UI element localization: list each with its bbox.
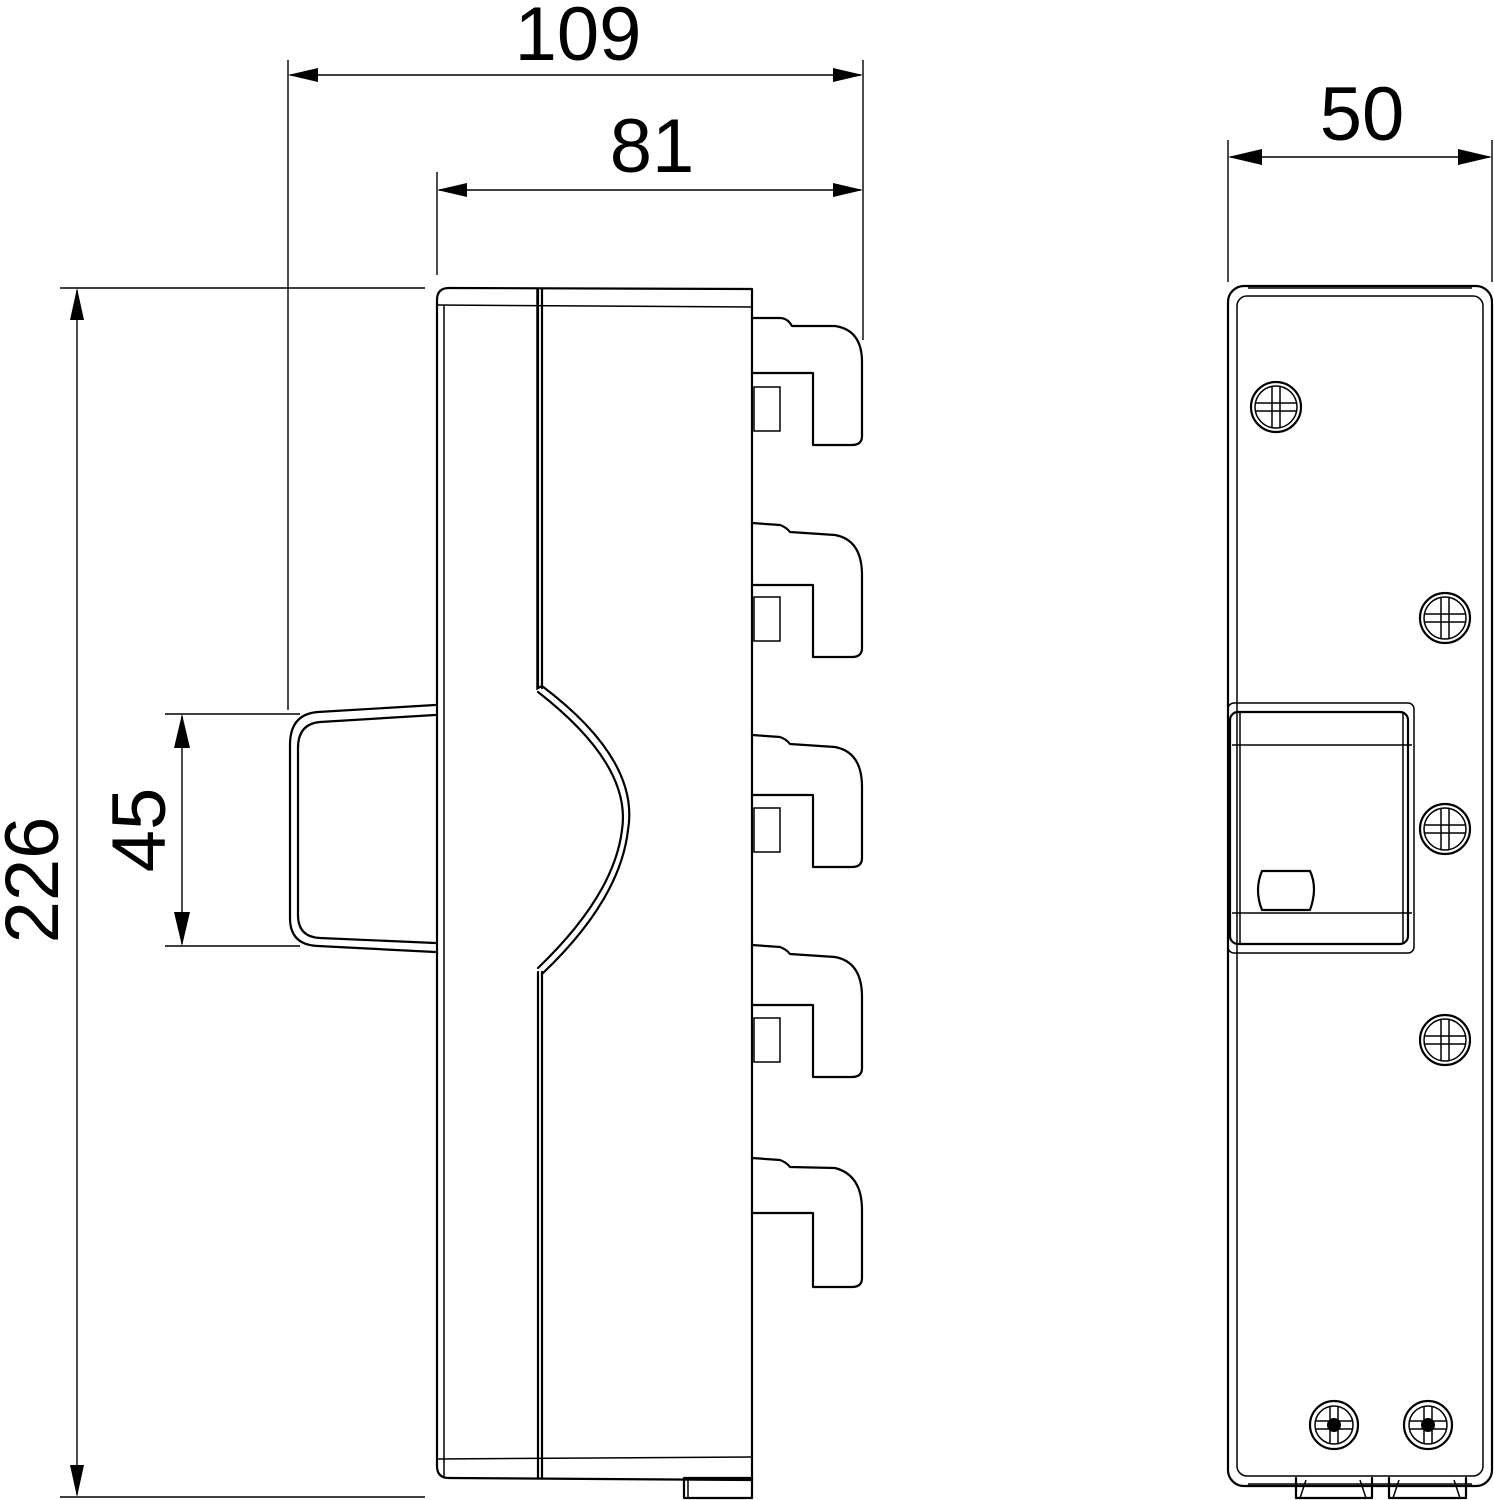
terminal-screw-icon-1 bbox=[1308, 1399, 1360, 1451]
front-bottom-feet bbox=[1294, 1476, 1468, 1500]
din-clip-2 bbox=[750, 521, 864, 659]
dimension-45: 45 bbox=[97, 713, 300, 947]
screw-icon-4 bbox=[1418, 1013, 1472, 1067]
handle-loop-inner bbox=[296, 713, 437, 945]
dimension-label-81: 81 bbox=[610, 104, 695, 189]
din-clip-3 bbox=[750, 733, 864, 869]
dimension-label-45: 45 bbox=[97, 788, 182, 873]
screw-icon-3 bbox=[1418, 802, 1472, 856]
screw-icon-2 bbox=[1418, 591, 1472, 645]
handle-loop-outer bbox=[288, 703, 437, 954]
front-view bbox=[1226, 284, 1494, 1500]
front-inner bbox=[1236, 295, 1484, 1477]
din-clip-4 bbox=[750, 943, 864, 1079]
dimension-109: 109 bbox=[287, 0, 864, 710]
side-bottom-foot bbox=[682, 1476, 754, 1500]
side-body-outline bbox=[435, 286, 754, 1482]
dimension-81: 81 bbox=[436, 104, 863, 275]
terminal-screw-icon-2 bbox=[1402, 1399, 1454, 1451]
din-clip-5 bbox=[750, 1156, 864, 1289]
arc-bulge-outer bbox=[536, 684, 631, 976]
screw-icon-1 bbox=[1249, 380, 1303, 434]
side-view bbox=[288, 286, 864, 1500]
din-clip-1 bbox=[750, 316, 864, 447]
dimension-label-226: 226 bbox=[0, 817, 75, 944]
status-indicator bbox=[1256, 869, 1316, 912]
front-outer bbox=[1226, 284, 1494, 1488]
dimension-label-50: 50 bbox=[1320, 72, 1405, 157]
arc-bulge-inner bbox=[536, 690, 624, 970]
dimension-226: 226 bbox=[0, 287, 425, 1498]
dimension-label-109: 109 bbox=[515, 0, 642, 77]
front-window bbox=[1227, 702, 1415, 954]
dimension-50: 50 bbox=[1227, 72, 1493, 282]
